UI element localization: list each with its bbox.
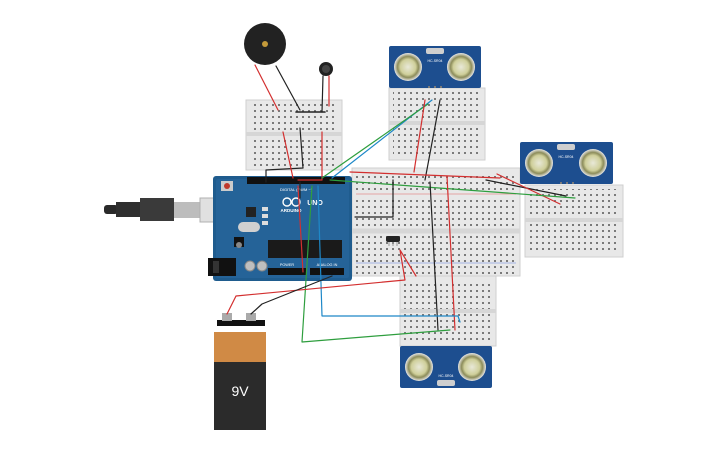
sensor-model-label: HC-SR04 (428, 59, 443, 63)
atmega-chip (268, 240, 342, 258)
wire-buzzer-black[interactable] (275, 65, 301, 111)
wire-main-black[interactable] (354, 179, 394, 218)
breadboard-top-middle[interactable] (388, 87, 486, 161)
breadboard-bottom[interactable] (399, 275, 497, 347)
vibration-motor-icon[interactable] (319, 62, 333, 76)
wire-arduino-red[interactable] (297, 185, 304, 273)
wire-small-red-2[interactable] (297, 131, 323, 181)
piezo-buzzer-icon[interactable] (244, 23, 286, 65)
digital-header-label: DIGITAL (PWM ~) (280, 187, 313, 192)
sensor-model-label: HC-SR04 (439, 374, 454, 378)
arduino-model-label: UNO (307, 200, 323, 207)
wire-bottom-black[interactable] (429, 181, 439, 331)
breadboard-main[interactable] (351, 167, 521, 277)
wire-bottom-blue[interactable] (317, 185, 461, 323)
wire-battery-red[interactable] (226, 249, 417, 315)
wire-top-sensor-red[interactable] (413, 99, 426, 173)
wire-buzzer-red[interactable] (254, 64, 279, 111)
ultrasonic-sensor-top[interactable]: HC-SR04 (389, 46, 481, 88)
wire-right-sensor-green[interactable] (329, 179, 576, 199)
wire-top-sensor-green[interactable] (321, 103, 429, 179)
arduino-logo-icon (282, 197, 301, 207)
breadboard-right[interactable] (524, 184, 624, 258)
power-header-label: POWER (280, 263, 295, 267)
wires (226, 64, 576, 343)
wire-battery-black[interactable] (250, 275, 333, 315)
battery-voltage-label: 9V (231, 383, 249, 399)
wire-bottom-green[interactable] (301, 185, 451, 343)
wire-small-red[interactable] (282, 131, 294, 179)
power-header (268, 268, 306, 275)
battery-9v[interactable]: 9V (214, 313, 266, 430)
wire-top-sensor-black[interactable] (424, 99, 441, 181)
transistor[interactable] (386, 236, 400, 246)
usb-chip (246, 207, 256, 217)
analog-header-label: ANALOG IN (317, 263, 338, 267)
analog-header (310, 268, 344, 275)
ultrasonic-sensor-right[interactable]: HC-SR04 (520, 142, 613, 184)
crystal (238, 222, 260, 232)
breadboard-small-left[interactable] (245, 99, 343, 171)
wire-motor-black[interactable] (321, 75, 324, 113)
wire-right-sensor-red[interactable] (496, 173, 561, 205)
wire-right-sensor-red-2[interactable] (349, 171, 501, 179)
reset-button-cap[interactable] (224, 183, 230, 189)
arduino-uno-board[interactable]: DIGITAL (PWM ~) ARDUINO UNO POWER ANALOG… (208, 176, 352, 281)
wire-bottom-red[interactable] (446, 175, 456, 331)
wire-small-black[interactable] (265, 127, 304, 183)
ultrasonic-sensor-bottom[interactable]: HC-SR04 (400, 346, 492, 388)
arduino-brand-label: ARDUINO (281, 208, 302, 213)
power-jack[interactable] (208, 258, 236, 276)
breadboards (245, 87, 624, 347)
sensor-model-label: HC-SR04 (559, 155, 574, 159)
